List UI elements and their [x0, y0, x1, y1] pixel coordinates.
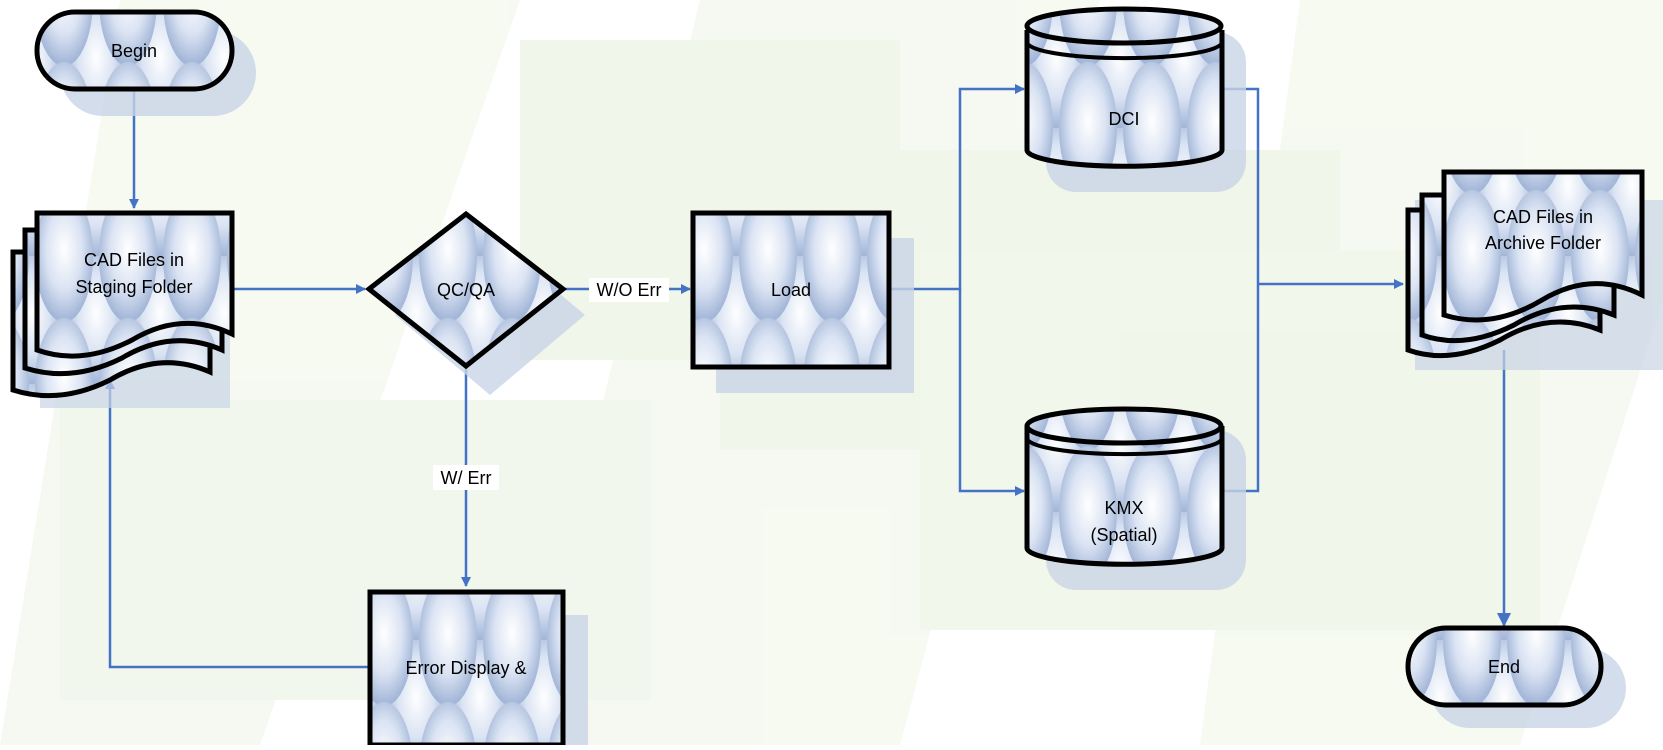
dci-label: DCI — [1109, 109, 1140, 129]
begin-terminator: Begin — [34, 9, 256, 116]
connector-load-to-kmx — [958, 289, 1025, 496]
kmx-label-line2: (Spatial) — [1090, 525, 1157, 545]
load-label: Load — [771, 280, 811, 300]
error-display-label: Error Display & — [405, 658, 526, 678]
cad-staging-label-line2: Staging Folder — [75, 277, 192, 297]
kmx-database: KMX (Spatial) — [1024, 406, 1246, 590]
dci-database: DCI — [1024, 6, 1246, 192]
end-terminator: End — [1405, 625, 1626, 728]
begin-label: Begin — [111, 41, 157, 61]
connector-load-to-dci — [890, 84, 1025, 291]
edge-label-w-err: W/ Err — [433, 465, 499, 490]
end-label: End — [1488, 657, 1520, 677]
wo-err-label: W/O Err — [597, 280, 662, 300]
connector-error-to-cad — [105, 379, 370, 669]
w-err-label: W/ Err — [441, 468, 492, 488]
qcqa-decision: QC/QA — [364, 210, 585, 395]
kmx-label-line1: KMX — [1104, 498, 1143, 518]
archive-label-line2: Archive Folder — [1485, 233, 1601, 253]
qcqa-label: QC/QA — [437, 280, 495, 300]
load-process: Load — [690, 210, 914, 393]
cad-staging-multidocument: CAD Files in Staging Folder — [10, 210, 235, 408]
cad-archive-multidocument: CAD Files in Archive Folder — [1405, 169, 1663, 370]
error-display-process: Error Display & — [367, 589, 588, 750]
cad-staging-label-line1: CAD Files in — [84, 250, 184, 270]
archive-label-line1: CAD Files in — [1493, 207, 1593, 227]
edge-label-wo-err: W/O Err — [589, 278, 669, 302]
